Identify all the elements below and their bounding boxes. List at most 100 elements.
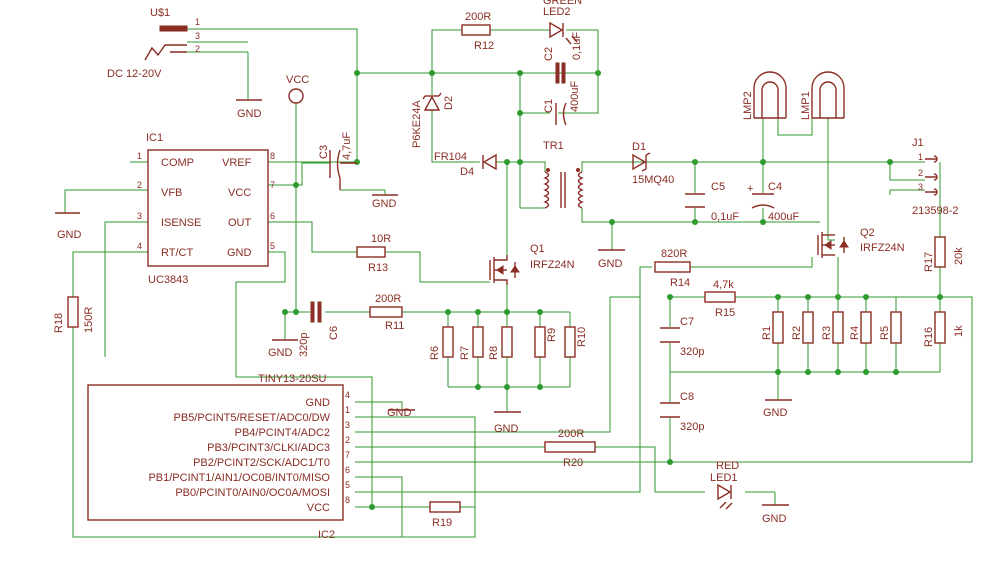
resistor-bank-r6-r10: R6 R7 R8 R9 R10 xyxy=(429,326,588,360)
gnd-label-2: GND xyxy=(372,198,397,210)
c4-name: C4 xyxy=(768,181,782,193)
ic2-tiny13: TINY13-20SU IC2 GND PB5/PCINT5/RESET/ADC… xyxy=(87,373,350,541)
c6-value: 320p xyxy=(298,333,310,357)
ic1-name: IC1 xyxy=(146,132,163,144)
r2-name: R2 xyxy=(791,326,803,340)
led1-name: LED1 xyxy=(710,472,738,484)
ic1-pinnum-4: 4 xyxy=(137,241,142,251)
r13-value: 10R xyxy=(371,233,391,245)
ic2-pinnum-6: 6 xyxy=(345,465,350,475)
lmp1-name: LMP1 xyxy=(800,91,812,120)
r15-name: R15 xyxy=(715,307,735,319)
r13-name: R13 xyxy=(368,262,388,274)
gnd-symbols: GND GND GND GND GND GND GND GND GND xyxy=(55,99,792,525)
r12-value: 200R xyxy=(465,11,491,23)
gnd-label-5: GND xyxy=(268,347,293,359)
resistor-r13: 10R R13 xyxy=(356,233,391,274)
r18-value: 150R xyxy=(83,307,95,333)
ic1-pin-vref: VREF xyxy=(222,157,252,169)
ic1-pinnum-2: 2 xyxy=(137,180,142,190)
j1-name: J1 xyxy=(912,137,924,149)
ic2-pin-pb0: PB0/PCINT0/AIN0/OC0A/MOSI xyxy=(175,487,330,499)
r20-name: R20 xyxy=(563,457,583,469)
c1-name: C1 xyxy=(543,99,555,113)
lamp-lmp2: LMP2 xyxy=(742,71,787,120)
c2-value: 0,1uF xyxy=(571,32,583,60)
c3-value: 4,7uF xyxy=(341,132,353,160)
ic1-part: UC3843 xyxy=(148,274,188,286)
ic1-pin-isense: ISENSE xyxy=(161,217,201,229)
ic2-pinnum-4: 4 xyxy=(345,390,350,400)
gnd-label-8: GND xyxy=(763,407,788,419)
c3-name: C3 xyxy=(318,145,330,159)
mosfet-q2: Q2 IRFZ24N xyxy=(817,227,905,258)
resistor-r20: 200R R20 xyxy=(544,428,596,469)
q1-name: Q1 xyxy=(530,243,545,255)
lmp2-name: LMP2 xyxy=(742,91,754,120)
resistor-r18: R18 150R xyxy=(53,296,95,333)
tr1-name: TR1 xyxy=(543,140,564,152)
d2-part: P6KE24A xyxy=(411,100,423,148)
d1-part: 15MQ40 xyxy=(632,174,674,186)
resistor-r17: R17 20k xyxy=(923,236,965,272)
gnd-label-7: GND xyxy=(494,423,519,435)
svg-text:+: + xyxy=(747,183,753,195)
r15-value: 4,7k xyxy=(713,279,734,291)
q1-part: IRFZ24N xyxy=(530,259,575,271)
capacitor-c4: + C4 400uF xyxy=(747,181,799,223)
q2-part: IRFZ24N xyxy=(860,242,905,254)
ic1-pinnum-3: 3 xyxy=(137,211,142,221)
c8-name: C8 xyxy=(680,391,694,403)
r16-name: R16 xyxy=(923,327,935,347)
capacitor-c8: C8 320p xyxy=(660,391,704,433)
ic1-pinnum-8: 8 xyxy=(270,151,275,161)
c4-value: 400uF xyxy=(768,211,799,223)
c2-name: C2 xyxy=(543,47,555,61)
c8-value: 320p xyxy=(680,421,704,433)
capacitor-c2: C2 0,1uF xyxy=(543,32,583,84)
ic1-pinnum-6: 6 xyxy=(270,211,275,221)
ic2-pin-vcc: VCC xyxy=(307,502,330,514)
c7-value: 320p xyxy=(680,346,704,358)
r20-value: 200R xyxy=(558,428,584,440)
r7-name: R7 xyxy=(459,346,471,360)
capacitor-c7: C7 320p xyxy=(660,316,704,358)
ic1-pinnum-7: 7 xyxy=(270,180,275,190)
vcc-symbol: VCC xyxy=(286,74,309,104)
r14-value: 820R xyxy=(661,248,687,260)
resistor-bank-r1-r5: R1 R2 R3 R4 R5 xyxy=(761,311,902,344)
ic1-pin-gnd: GND xyxy=(227,247,252,259)
led2-green: GREEN LED2 xyxy=(543,0,582,45)
ic2-pinnum-2: 2 xyxy=(345,435,350,445)
ic1-pinnum-5: 5 xyxy=(270,241,275,251)
dc-pin-2: 2 xyxy=(195,44,200,54)
ic2-pinnum-1: 1 xyxy=(345,405,350,415)
gnd-label-3: GND xyxy=(57,229,82,241)
r1-name: R1 xyxy=(761,326,773,340)
ic2-pin-pb2: PB2/PCINT2/SCK/ADC1/T0 xyxy=(193,457,330,469)
ic1-pin-vcc: VCC xyxy=(228,187,251,199)
led1-color: RED xyxy=(716,460,739,472)
r4-name: R4 xyxy=(849,326,861,340)
ic1-pinnum-1: 1 xyxy=(137,151,142,161)
d2-name: D2 xyxy=(443,96,455,110)
ic1-uc3843: IC1 UC3843 COMP VFB ISENSE RT/CT 1 2 3 4… xyxy=(137,132,275,286)
gnd-label-1: GND xyxy=(237,108,262,120)
diode-d1: D1 15MQ40 xyxy=(632,141,674,186)
r17-value: 20k xyxy=(953,247,965,265)
ic1-pin-vfb: VFB xyxy=(161,187,182,199)
ic2-part: TINY13-20SU xyxy=(258,373,327,385)
r18-name: R18 xyxy=(53,313,65,333)
c5-name: C5 xyxy=(711,181,725,193)
ic2-pinnum-8: 8 xyxy=(345,495,350,505)
resistor-r11: 200R R11 xyxy=(369,293,404,332)
ic2-pin-gnd: GND xyxy=(306,397,331,409)
j1-pin-3: 3 xyxy=(918,182,923,192)
c7-name: C7 xyxy=(680,316,694,328)
q2-name: Q2 xyxy=(860,227,875,239)
transformer-tr1: TR1 xyxy=(543,140,584,209)
gnd-label-6: GND xyxy=(387,407,412,419)
dc-connector: U$1 1 3 2 DC 12-20V xyxy=(107,7,200,80)
ic1-pin-out: OUT xyxy=(228,217,252,229)
